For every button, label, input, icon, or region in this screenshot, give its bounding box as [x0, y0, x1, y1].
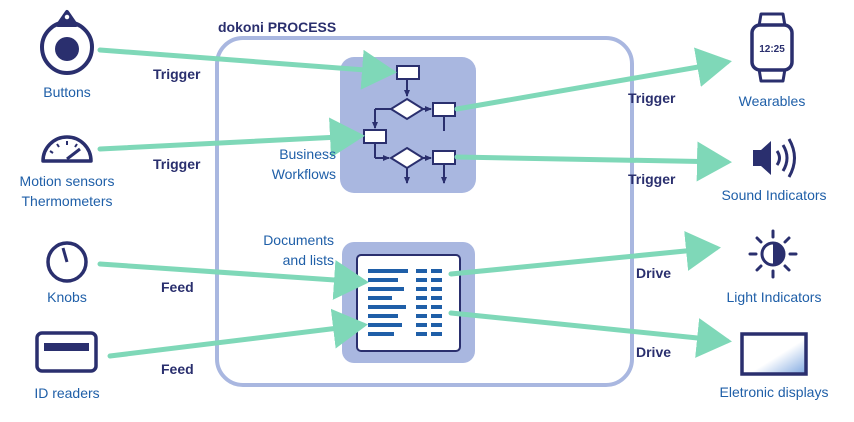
input-label-thermometers: Thermometers [21, 193, 113, 209]
arrow-knobs-to-documents [97, 260, 369, 300]
watch-icon [750, 12, 794, 83]
input-label-knobs: Knobs [47, 289, 87, 305]
watch-time: 12:25 [759, 44, 785, 55]
process-title: dokoni PROCESS [218, 19, 337, 35]
connection-label-feed-2: Feed [161, 361, 194, 377]
brightness-icon [748, 229, 798, 279]
workflows-label-line2: Workflows [271, 166, 336, 182]
input-label-id-readers: ID readers [34, 385, 100, 401]
knob-icon [46, 241, 88, 283]
process-box [215, 36, 634, 387]
connection-label-trigger-4: Trigger [628, 171, 676, 187]
id-card-icon [35, 331, 98, 373]
connection-label-trigger-1: Trigger [153, 66, 201, 82]
output-label-wearables: Wearables [738, 93, 806, 109]
flowchart-icon [363, 65, 456, 184]
connection-label-feed-1: Feed [161, 279, 194, 295]
documents-label-line2: and lists [282, 252, 334, 268]
input-label-motion-sensors: Motion sensors [19, 173, 115, 189]
connection-label-drive-1: Drive [636, 265, 672, 281]
arrow-documents-to-light [448, 231, 721, 277]
gauge-icon [41, 135, 93, 163]
arrow-idreaders-to-documents [107, 308, 368, 359]
output-label-electronic-displays: Eletronic displays [719, 384, 829, 400]
connection-label-drive-2: Drive [636, 344, 672, 360]
output-label-light-indicators: Light Indicators [726, 289, 822, 305]
document-lines-icon [368, 269, 442, 336]
arrow-workflow-to-wearables [454, 47, 732, 112]
arrows [97, 47, 732, 359]
speaker-icon [753, 138, 796, 178]
output-label-sound-indicators: Sound Indicators [721, 187, 827, 203]
button-icon [40, 10, 94, 75]
arrow-buttons-to-workflow [97, 47, 397, 90]
display-icon [740, 332, 808, 376]
connection-label-trigger-2: Trigger [153, 156, 201, 172]
arrow-documents-to-display [448, 310, 732, 358]
input-label-buttons: Buttons [43, 84, 91, 100]
documents-label-line1: Documents [263, 232, 334, 248]
arrow-sensors-to-workflow [97, 117, 365, 158]
connection-label-trigger-3: Trigger [628, 90, 676, 106]
arrow-workflow-to-sound [454, 141, 732, 182]
workflows-label-line1: Business [279, 146, 336, 162]
